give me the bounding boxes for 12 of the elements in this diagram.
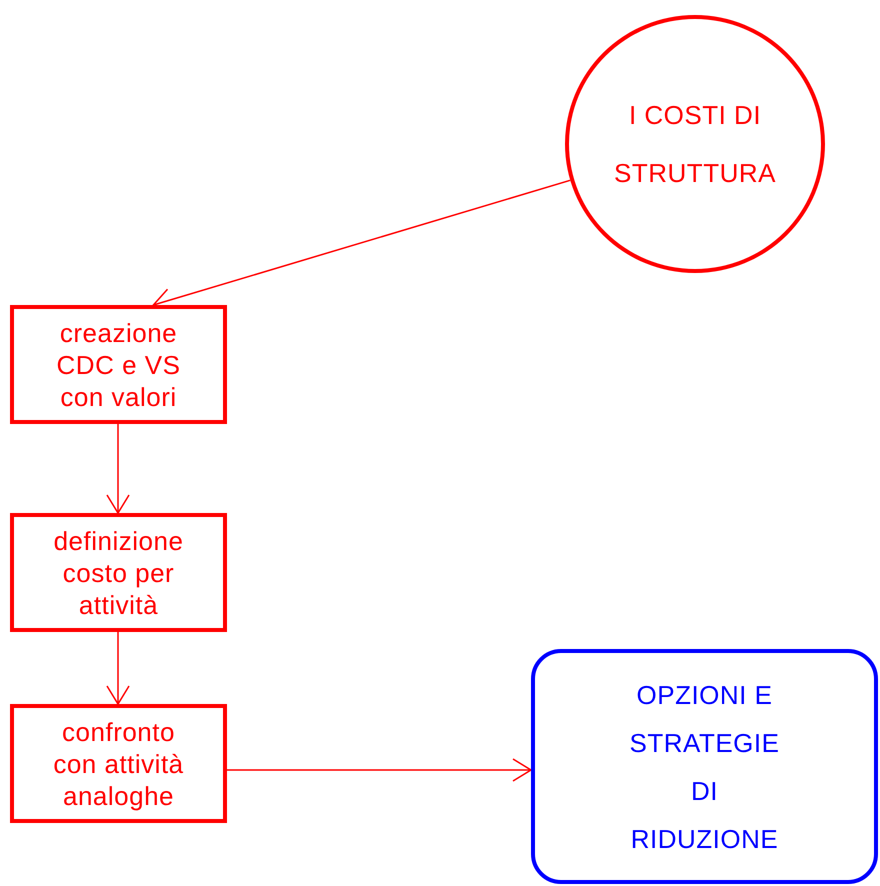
process-box [10, 704, 227, 823]
arrow [106, 424, 130, 514]
arrow [106, 632, 130, 705]
arrow [227, 758, 532, 782]
rounded-box [531, 649, 878, 884]
process-box [10, 513, 227, 632]
node-label: definizione costo per attività [52, 524, 184, 620]
node-label: OPZIONI E STRATEGIE DI RIDUZIONE [628, 678, 780, 856]
node-label: I COSTI DI STRUTTURA [613, 99, 777, 190]
node-label: creazione CDC e VS con valori [56, 316, 182, 412]
process-box [10, 305, 227, 424]
node-label: confronto con attività analoghe [52, 716, 185, 812]
